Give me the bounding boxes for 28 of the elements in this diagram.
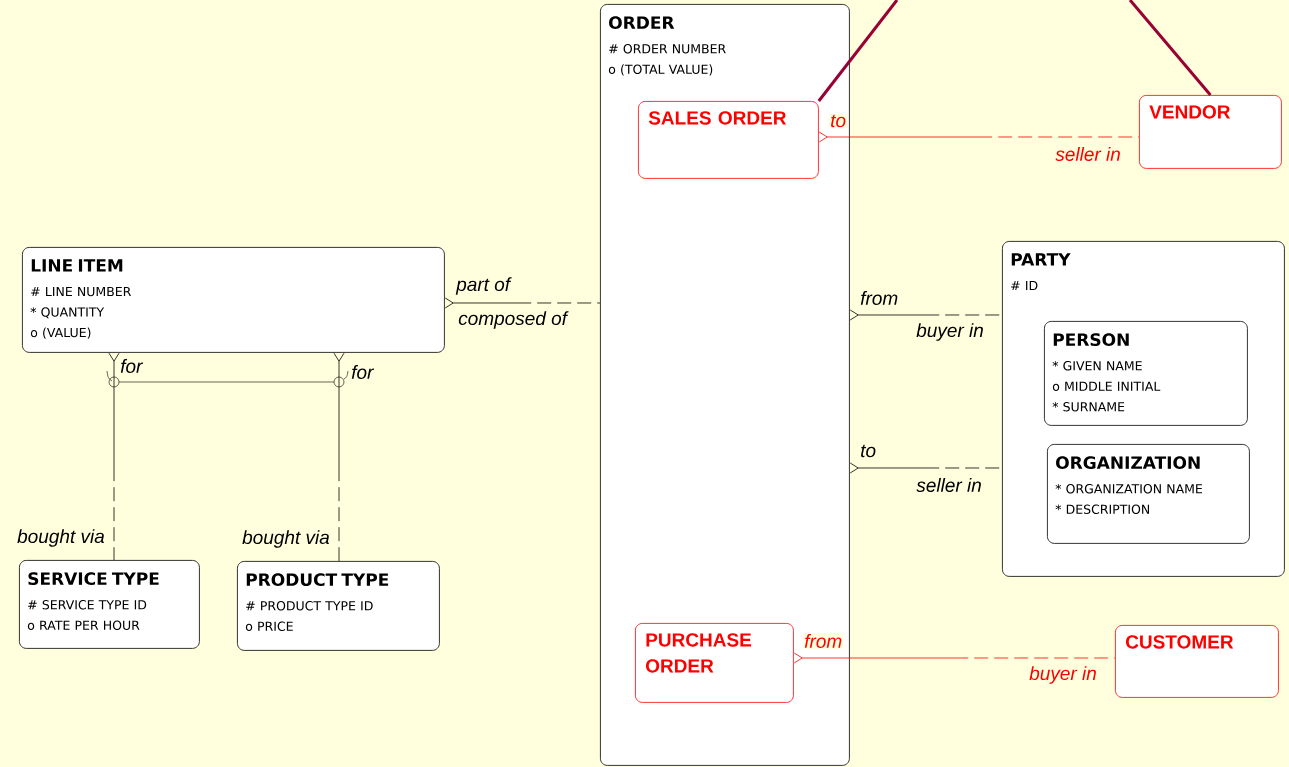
entity-box: PURCHASE ORDER (635, 623, 794, 703)
role-label: seller in (1054, 146, 1122, 162)
entity-box: VENDOR (1139, 95, 1282, 169)
relationship-line (818, 131, 1140, 143)
entity-box: LINE ITEM # LINE NUMBER * QUANTITY o (VALUE) (22, 247, 445, 353)
entity-box: SALES ORDER (638, 101, 819, 179)
relationship-line (1128, 0, 1212, 96)
relationship-line (333, 352, 345, 562)
entity-box: ORGANIZATION * ORGANIZATION NAME * DESCRIPTION (1047, 444, 1250, 544)
entity-box: PRODUCT TYPE # PRODUCT TYPE ID o PRICE (237, 561, 440, 651)
edge-label: from (859, 290, 900, 306)
role-label: buyer in (915, 322, 985, 342)
entity-box: CUSTOMER (1115, 625, 1279, 698)
relationship-line (817, 0, 899, 102)
role-label: bought via (241, 529, 331, 549)
role-label: composed of (457, 310, 569, 330)
role-label: bought via (16, 528, 106, 548)
role-label: buyer in (1028, 665, 1098, 685)
edge-label: part of (455, 276, 512, 296)
edge-label: for (350, 364, 375, 380)
role-label: seller in (915, 477, 983, 493)
entity-box: SERVICE TYPE # SERVICE TYPE ID o RATE PER HOUR (19, 560, 200, 649)
relationship-line (793, 652, 1116, 664)
relationship-line (444, 297, 601, 309)
edge-label: from (803, 633, 844, 649)
relationship-line (108, 352, 120, 561)
edge-label: for (119, 358, 144, 374)
entity-box: PERSON * GIVEN NAME o MIDDLE INITIAL * SURNAME (1044, 321, 1248, 426)
